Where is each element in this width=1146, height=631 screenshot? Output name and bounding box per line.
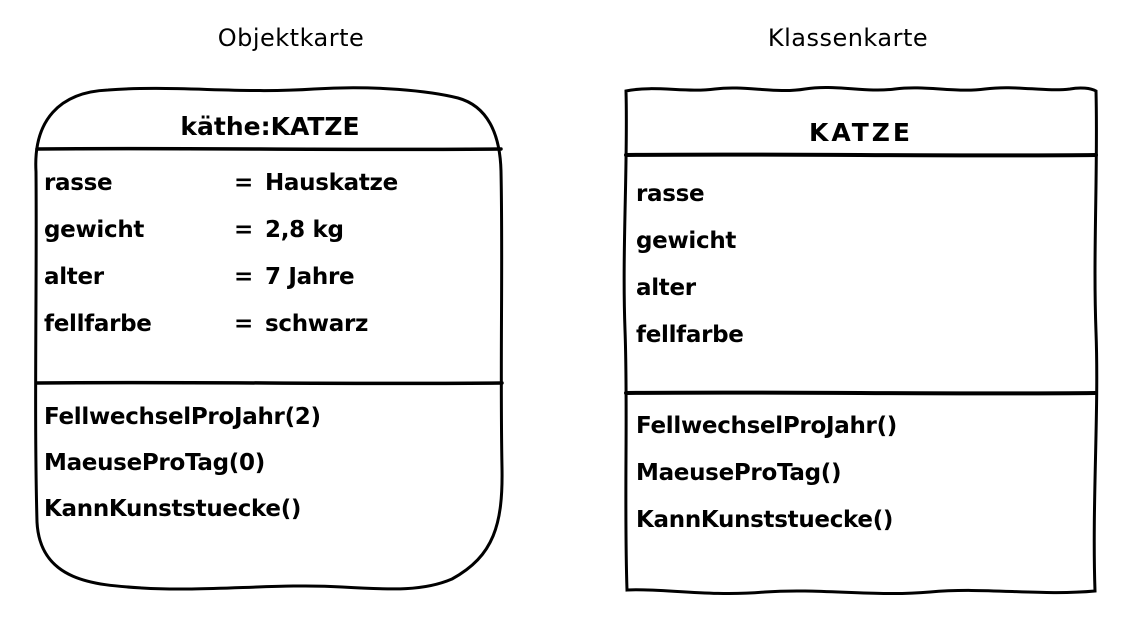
attribute-row: alter [636,274,696,301]
attribute-row: fellfarbe = schwarz [44,300,484,347]
equals-sign: = [234,169,253,196]
attribute-name: rasse [44,169,113,196]
object-card-border [34,86,504,591]
attribute-row: gewicht [636,227,737,254]
class-card-header-divider [624,152,1098,158]
attribute-row: fellfarbe [636,321,744,348]
method-item: MaeuseProTag() [636,459,842,486]
attribute-value: 7 Jahre [264,263,355,290]
attribute-row: alter = 7 Jahre [44,253,484,300]
attribute-value: 2,8 kg [264,216,344,243]
attribute-row: rasse = Hauskatze [44,159,484,206]
attribute-name: alter [44,263,104,290]
attribute-name: gewicht [44,216,145,243]
method-item: KannKunststuecke() [636,506,894,533]
class-card-name: KATZE [808,117,914,147]
equals-sign: = [234,310,253,337]
object-card-attributes: rasse = Hauskatze gewicht = 2,8 kg alter… [44,159,484,347]
object-card-title: Objektkarte [217,24,365,52]
object-card-methods: FellwechselProJahr(2) MaeuseProTag(0) Ka… [44,394,484,532]
attribute-value: Hauskatze [264,169,398,196]
method-item: KannKunststuecke() [44,496,302,522]
class-card-border [622,85,1099,596]
class-card-methods-divider [624,390,1097,396]
object-card-methods-divider [35,380,504,386]
class-card-title: Klassenkarte [767,24,929,52]
attribute-value: schwarz [264,310,369,337]
method-item: FellwechselProJahr() [636,412,897,439]
class-card-methods: FellwechselProJahr() MaeuseProTag() Kann… [636,402,1076,543]
object-card-name: käthe:KATZE [180,111,360,141]
class-card-attributes: rasse gewicht alter fellfarbe [636,170,1076,358]
equals-sign: = [234,216,253,243]
equals-sign: = [234,263,253,290]
method-item: MaeuseProTag(0) [44,450,265,476]
attribute-row: gewicht = 2,8 kg [44,206,484,253]
attribute-row: rasse [636,180,705,207]
object-card-header-divider [35,146,503,152]
method-item: FellwechselProJahr(2) [44,404,321,430]
attribute-name: fellfarbe [44,310,152,337]
